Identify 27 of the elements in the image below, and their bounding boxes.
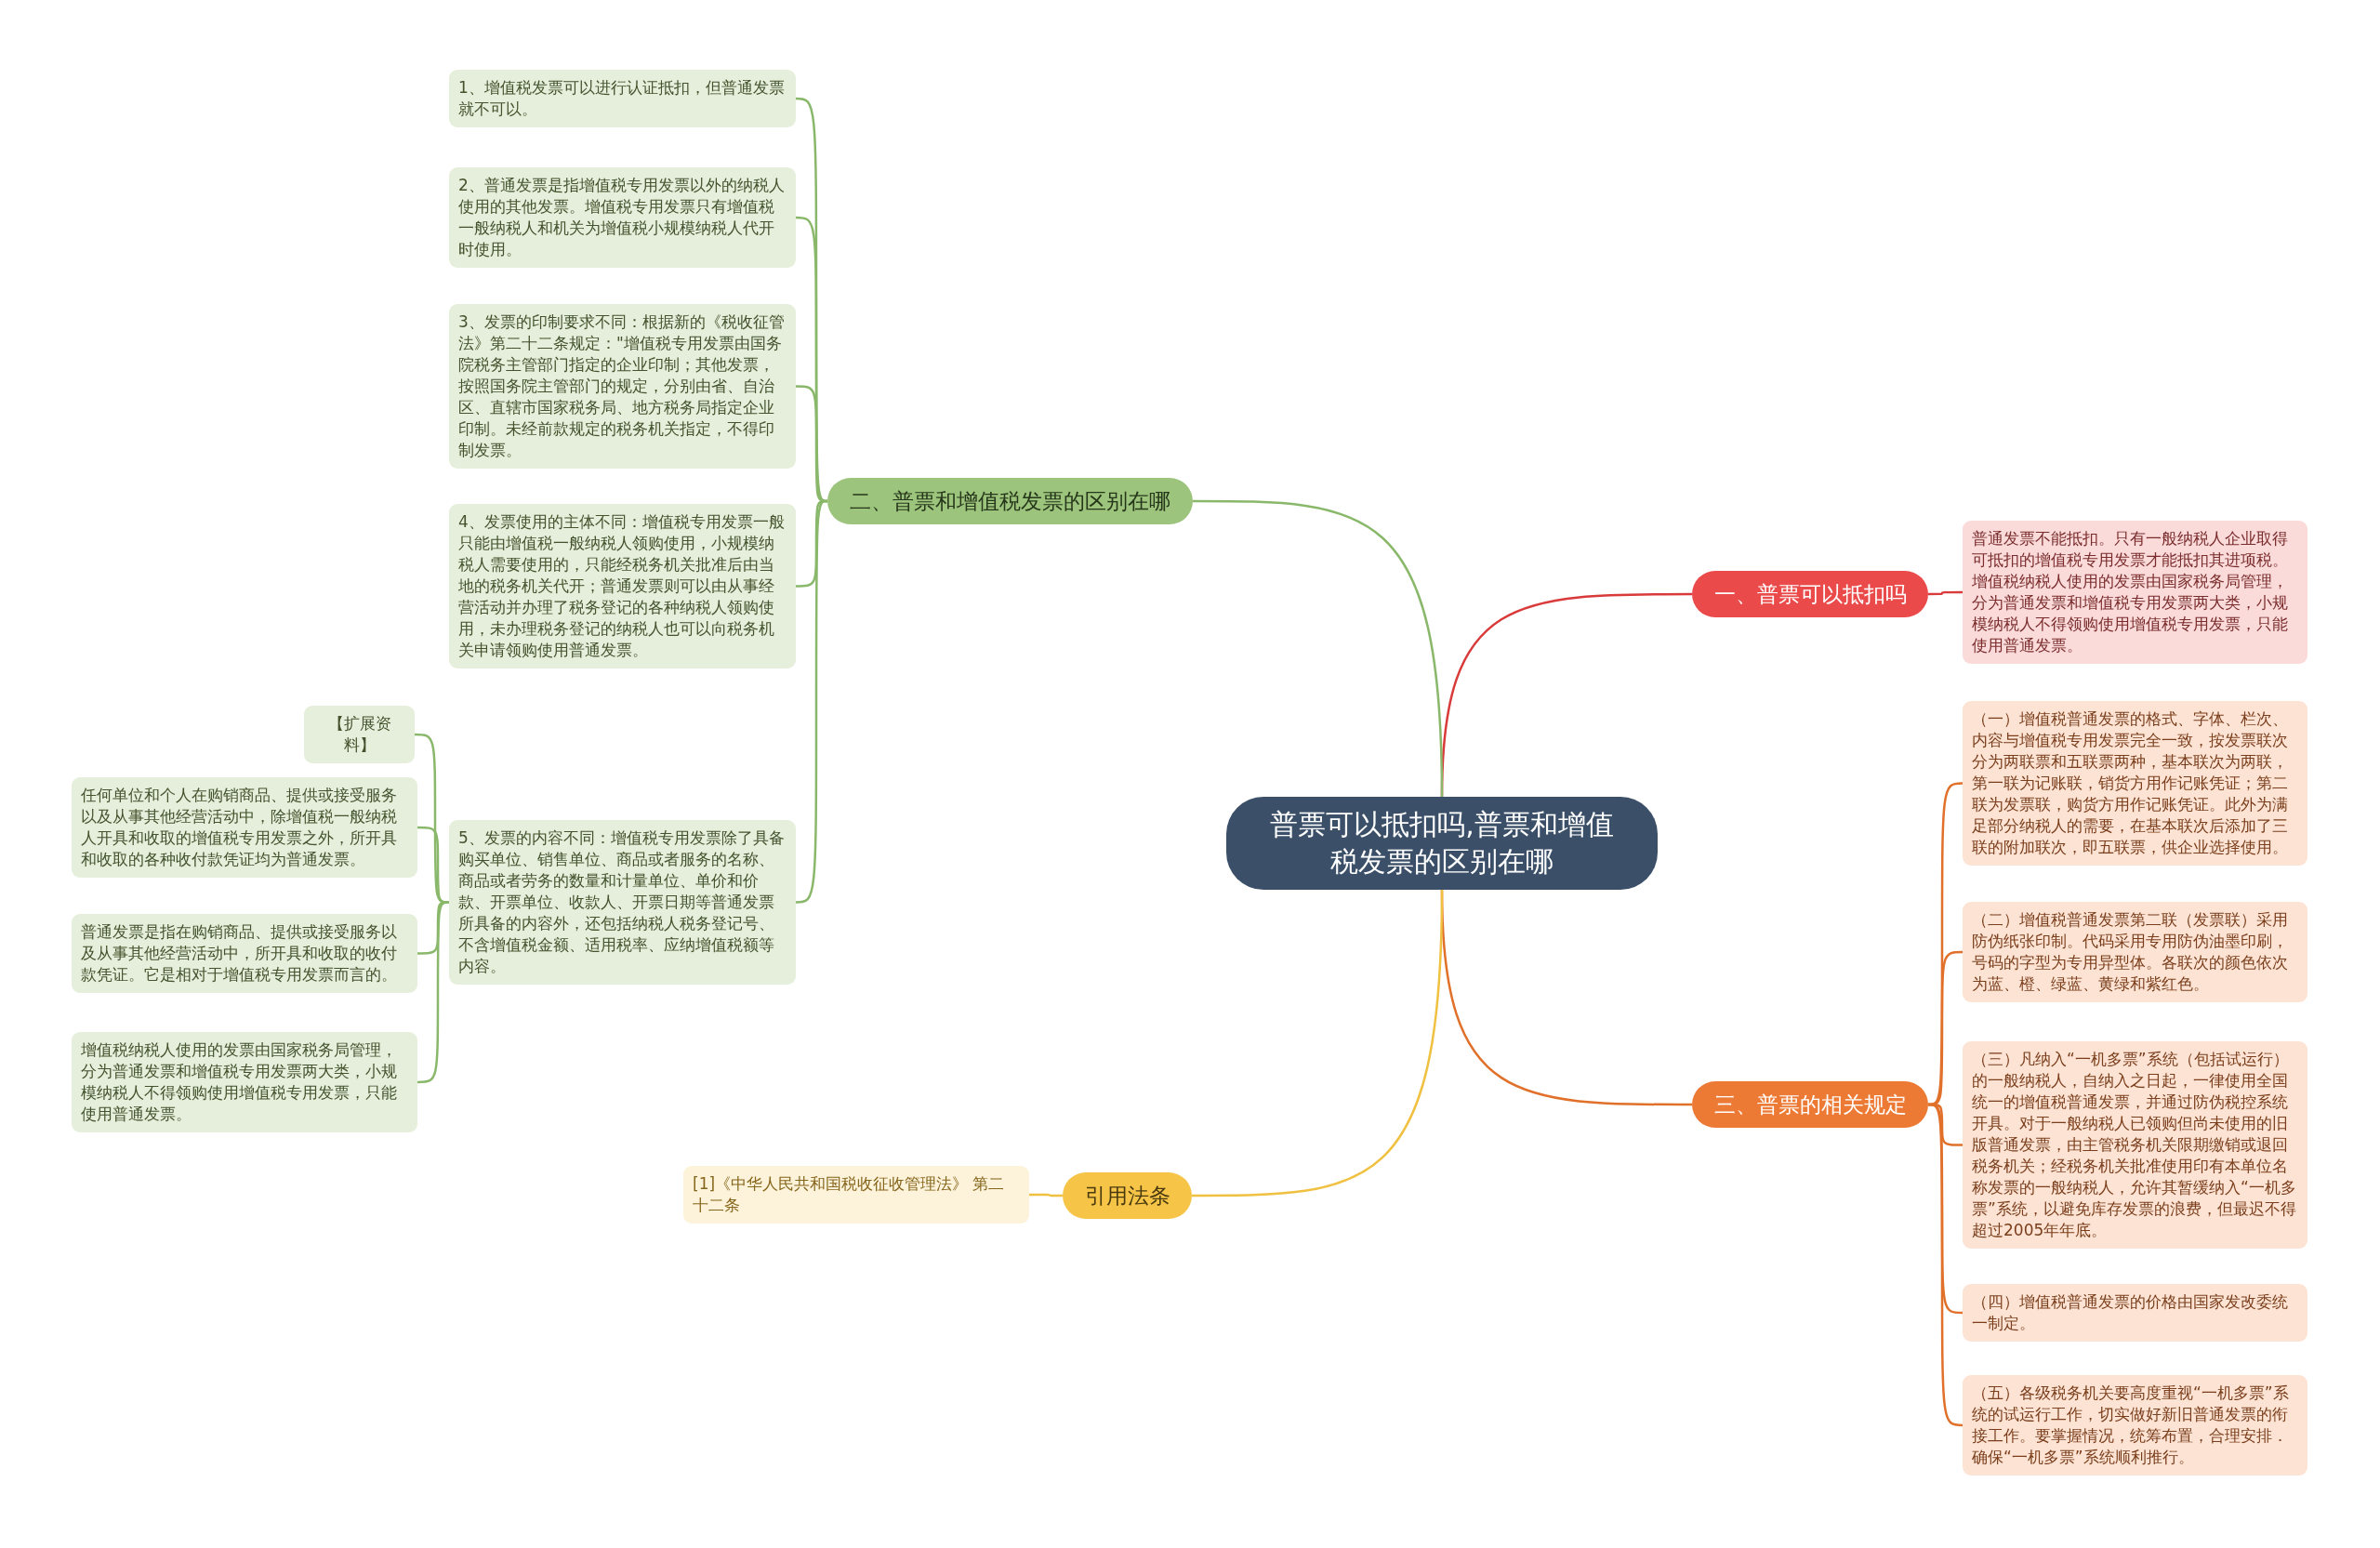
branch-topic: 一、普票可以抵扣吗 [1692,571,1928,617]
branch-topic: 引用法条 [1063,1172,1192,1219]
note-box: 3、发票的印制要求不同：根据新的《税收征管法》第二十二条规定："增值税专用发票由国务院税务主管部门指定的企业印制；其他发票，按照国务院主管部门的规定，分别由省、自治区、直辖市国家税务局、地方税务局指定企业印制。未经前款规定的税务机关指定，不得印制发票。 [449,304,796,469]
central-topic: 普票可以抵扣吗,普票和增值税发票的区别在哪 [1226,797,1658,890]
branch-line [1029,1193,1063,1197]
note-box: 4、发票使用的主体不同：增值税专用发票一般只能由增值税一般纳税人领购使用，小规模纳税人需要使用的，只能经税务机关批准后由当地的税务机关代开；普通发票则可以由从事经营活动并办理了税务登记的各种纳税人领购使用，未办理税务登记的纳税人也可以向税务机关申请领购使用普通发票。 [449,504,796,668]
note-box: 增值税纳税人使用的发票由国家税务局管理，分为普通发票和增值税专用发票两大类，小规模纳税人不得领购使用增值税专用发票，只能使用普通发票。 [72,1032,417,1132]
branch-topic: 三、普票的相关规定 [1692,1081,1928,1128]
note-box: [1]《中华人民共和国税收征收管理法》 第二十二条 [683,1166,1029,1224]
branch-line [795,499,828,904]
note-box: 1、增值税发票可以进行认证抵扣，但普通发票就不可以。 [449,70,796,127]
note-box: （二）增值税普通发票第二联（发票联）采用防伪纸张印制。代码采用专用防伪油墨印刷，号码的字型为专用异型体。各联次的颜色依次为蓝、橙、绿蓝、黄绿和紫红色。 [1963,902,2307,1002]
branch-line [1193,499,1444,798]
note-box: 5、发票的内容不同：增值税专用发票除了具备购买单位、销售单位、商品或者服务的名称、商品或者劳务的数量和计量单位、单价和价款、开票单位、收款人、开票日期等普通发票所具备的内容外，还包括纳税人税务登记号、不含增值税金额、适用税率、应纳增值税额等内容。 [449,820,796,985]
branch-line [1192,889,1444,1197]
note-box: （四）增值税普通发票的价格由国家发改委统一制定。 [1963,1284,2307,1342]
branch-line [1928,590,1963,596]
note-box: 任何单位和个人在购销商品、提供或接受服务以及从事其他经营活动中，除增值税一般纳税人开具和收取的增值税专用发票之外，所开具和收取的各种收付款凭证均为普通发票。 [72,777,417,878]
note-box: 普通发票不能抵扣。只有一般纳税人企业取得可抵扣的增值税专用发票才能抵扣其进项税。增值税纳税人使用的发票由国家税务局管理，分为普通发票和增值税专用发票两大类，小规模纳税人不得领购使用增值税专用发票，只能使用普通发票。 [1963,521,2307,664]
note-box: 【扩展资料】 [304,706,415,763]
note-box: （三）凡纳入“一机多票”系统（包括试运行）的一般纳税人，自纳入之日起，一律使用全国统一的增值税普通发票，并通过防伪税控系统开具。对于一般纳税人已领购但尚未使用的旧版普通发票，由主管税务机关限期缴销或退回税务机关；经税务机关批准使用印有本单位名称发票的一般纳税人，允许其暂缓纳入“一机多票”系统，以避免库存发票的浪费，但最迟不得超过2005年年底。 [1963,1041,2307,1249]
branch-topic: 二、普票和增值税发票的区别在哪 [827,478,1193,524]
note-box: （一）增值税普通发票的格式、字体、栏次、内容与增值税专用发票完全一致，按发票联次分为两联票和五联票两种，基本联次为两联，第一联为记账联，销货方用作记账凭证；第二联为发票联，购货方用作记账凭证。此外为满足部分纳税人的需要，在基本联次后添加了三联的附加联次，即五联票，供企业选择使用。 [1963,701,2307,866]
note-box: 2、普通发票是指增值税专用发票以外的纳税人使用的其他发票。增值税专用发票只有增值税一般纳税人和机关为增值税小规模纳税人代开时使用。 [449,167,796,268]
note-box: 普通发票是指在购销商品、提供或接受服务以及从事其他经营活动中，所开具和收取的收付款凭证。它是相对于增值税专用发票而言的。 [72,914,417,993]
note-box: （五）各级税务机关要高度重视“一机多票”系统的试运行工作，切实做好新旧普通发票的衔接工作。要掌握情况，统筹布置，合理安排．确保“一机多票”系统顺利推行。 [1963,1375,2307,1475]
branch-line [1927,1103,1964,1427]
